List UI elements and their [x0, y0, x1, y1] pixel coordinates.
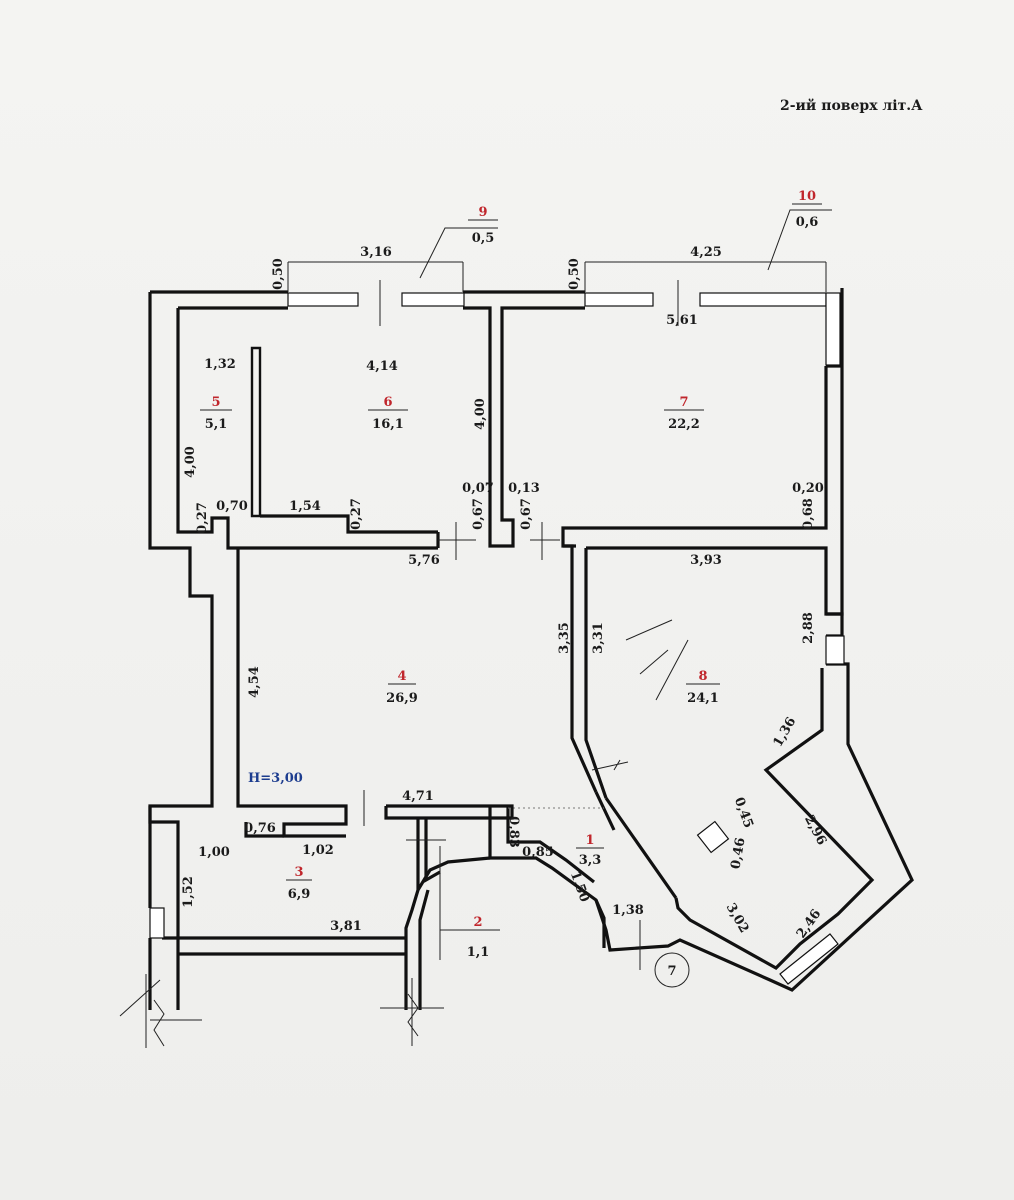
- pencil-mark: [625, 619, 689, 701]
- window-room6-right: [401, 292, 465, 307]
- window-room7-corner: [825, 292, 841, 366]
- dim-1-36: 1,36: [771, 715, 800, 750]
- window-room8-bottom: [779, 933, 839, 985]
- leader-10: [767, 209, 832, 271]
- height-note: H=3,00: [248, 771, 303, 786]
- dim-2-88: 2,88: [801, 612, 816, 644]
- room-9-number: 9: [478, 205, 487, 220]
- room-3-number: 3: [294, 865, 303, 880]
- dim-1-00: 1,00: [198, 845, 230, 860]
- dim-0-50-left: 0,50: [271, 258, 286, 290]
- room-10-number: 10: [798, 189, 816, 204]
- dim-1-02: 1,02: [302, 843, 334, 858]
- dim-3-31: 3,31: [591, 622, 606, 654]
- dim-4-71: 4,71: [402, 789, 434, 804]
- room-1-area: 3,3: [579, 853, 602, 868]
- wall-room6-bottom: [260, 514, 438, 534]
- dim-0-76: 0,76: [244, 821, 276, 836]
- window-room7-a: [584, 292, 654, 307]
- room-2-number: 2: [473, 915, 482, 930]
- dim-0-70: 0,70: [216, 499, 248, 514]
- break-left: [153, 999, 165, 1047]
- dim-0-27-left: 0,27: [195, 502, 210, 534]
- tick-marks: [119, 280, 679, 1048]
- leader-9: [419, 227, 498, 279]
- dim-0-20: 0,20: [792, 481, 824, 496]
- dim-0-67-right: 0,67: [519, 498, 534, 530]
- dim-0-46: 0,46: [728, 836, 748, 870]
- wall-room1: [488, 791, 678, 948]
- dim-0-68: 0,68: [801, 498, 816, 530]
- inner-wall-left-top: [176, 308, 230, 534]
- room-8-number: 8: [698, 669, 707, 684]
- dim-0-07: 0,07: [462, 481, 494, 496]
- dim-4-00-left: 4,00: [183, 446, 198, 478]
- room-6-area: 16,1: [372, 417, 404, 432]
- window-room3-left: [149, 907, 165, 939]
- dim-1-32: 1,32: [204, 357, 236, 372]
- room-9-area: 0,5: [472, 231, 495, 246]
- room-2-area: 1,1: [467, 945, 490, 960]
- wall-room8-right: [594, 612, 914, 992]
- dim-0-13: 0,13: [508, 481, 540, 496]
- dim-4-25: 4,25: [690, 245, 722, 260]
- room-4-number: 4: [397, 669, 406, 684]
- room-10-area: 0,6: [796, 215, 819, 230]
- room-8-area: 24,1: [687, 691, 719, 706]
- dim-3-93: 3,93: [690, 553, 722, 568]
- circle-7-label: 7: [667, 964, 676, 979]
- dim-0-67-left: 0,67: [471, 498, 486, 530]
- dim-4-54: 4,54: [247, 666, 262, 698]
- room-3-area: 6,9: [288, 887, 311, 902]
- room-7-area: 22,2: [668, 417, 700, 432]
- dim-3-35: 3,35: [557, 622, 572, 654]
- wall-room7-inner-right: [561, 366, 828, 548]
- wall-room2: [384, 804, 514, 1010]
- outer-wall-left-top: [148, 290, 288, 908]
- window-room6-left: [287, 292, 359, 307]
- dim-1-52: 1,52: [181, 876, 196, 908]
- room-1-number: 1: [585, 833, 594, 848]
- dim-0-27-right: 0,27: [349, 498, 364, 530]
- dim-0-45: 0,45: [731, 795, 756, 830]
- wall-room8-left: [563, 544, 608, 799]
- plan-title: 2-ий поверх літ.А: [780, 97, 923, 114]
- room-4-area: 26,9: [386, 691, 418, 706]
- vent-box: [696, 820, 730, 854]
- dim-4-00-right: 4,00: [473, 398, 488, 430]
- wall-room6-top-inner: [178, 306, 585, 548]
- window-room8-right: [825, 635, 845, 665]
- window-room7-b: [699, 292, 827, 307]
- dim-line-top-left: [287, 261, 464, 292]
- room-6-number: 6: [383, 395, 392, 410]
- dim-5-61: 5,61: [666, 313, 698, 328]
- dim-4-14: 4,14: [366, 359, 398, 374]
- partition-room5-room6: [250, 346, 262, 518]
- dim-line-top-right: [584, 261, 827, 292]
- dim-0-50-right: 0,50: [567, 258, 582, 290]
- room-7-number: 7: [679, 395, 688, 410]
- dim-0-83: 0,83: [506, 816, 521, 848]
- break-mid: [407, 993, 419, 1037]
- wall-room3: [148, 806, 406, 1010]
- dim-1-54: 1,54: [289, 499, 321, 514]
- room-5-area: 5,1: [205, 417, 228, 432]
- dim-3-02: 3,02: [723, 901, 752, 936]
- dim-0-85: 0,85: [522, 845, 554, 860]
- room-5-number: 5: [211, 395, 220, 410]
- dim-3-16: 3,16: [360, 245, 392, 260]
- circle-7: [654, 952, 690, 988]
- dim-3-81: 3,81: [330, 919, 362, 934]
- dim-2-46: 2,46: [794, 907, 824, 942]
- dim-5-76: 5,76: [408, 553, 440, 568]
- room-number-underlines: [200, 203, 822, 931]
- dim-1-50: 1,50: [567, 869, 592, 904]
- dim-1-38: 1,38: [612, 903, 644, 918]
